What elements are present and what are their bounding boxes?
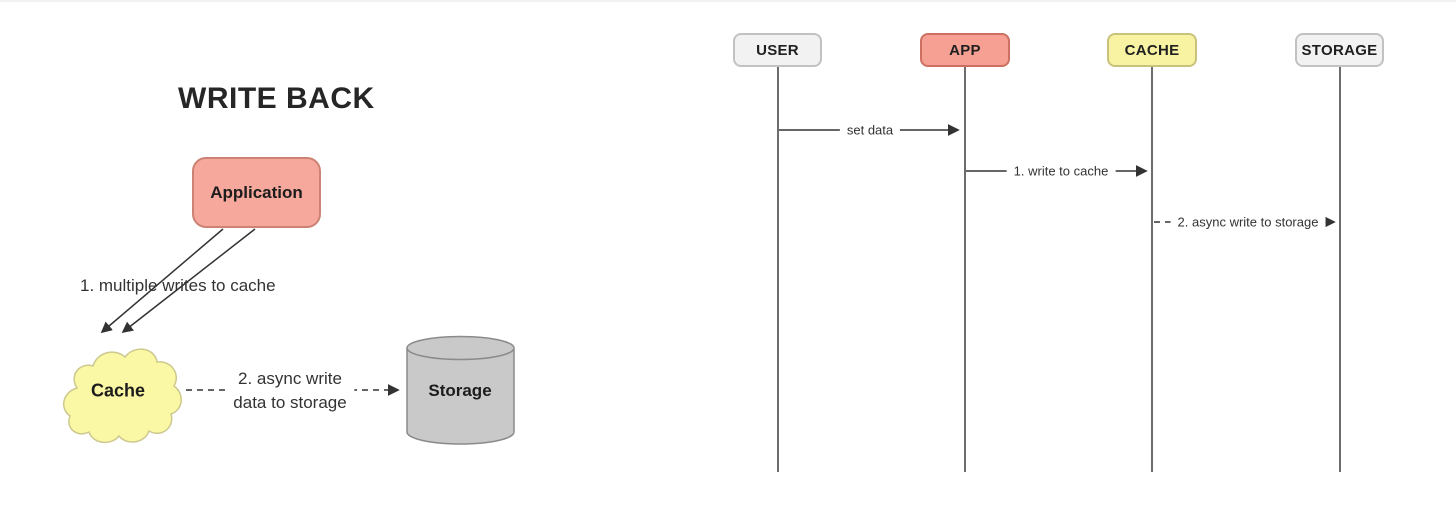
actor-cache: CACHE — [1107, 33, 1197, 67]
actor-app: APP — [920, 33, 1010, 67]
application-node: Application — [192, 157, 321, 228]
cache-cloud-shape — [62, 348, 182, 444]
actor-user: USER — [733, 33, 822, 67]
message-label-set-data: set data — [839, 122, 901, 138]
message-label-write-to-cache: 1. write to cache — [1006, 163, 1116, 179]
edge-label-multiple-writes: 1. multiple writes to cache — [80, 276, 276, 295]
edge-label-async-line1: 2. async write — [238, 369, 342, 388]
message-label-async-write-to-storage: 2. async write to storage — [1170, 214, 1326, 230]
flow-arrow-app-to-cache-2 — [121, 228, 256, 334]
storage-cylinder-shape — [406, 335, 515, 445]
edge-label-async-line2: data to storage — [233, 393, 347, 412]
actor-storage: STORAGE — [1295, 33, 1384, 67]
storage-node-label: Storage — [428, 381, 492, 400]
edge-label-async-write: 2. async write data to storage — [225, 366, 355, 416]
cache-node-label: Cache — [90, 380, 146, 401]
flow-arrow-app-to-cache-1 — [100, 228, 224, 334]
diagram-title: WRITE BACK — [178, 82, 375, 115]
